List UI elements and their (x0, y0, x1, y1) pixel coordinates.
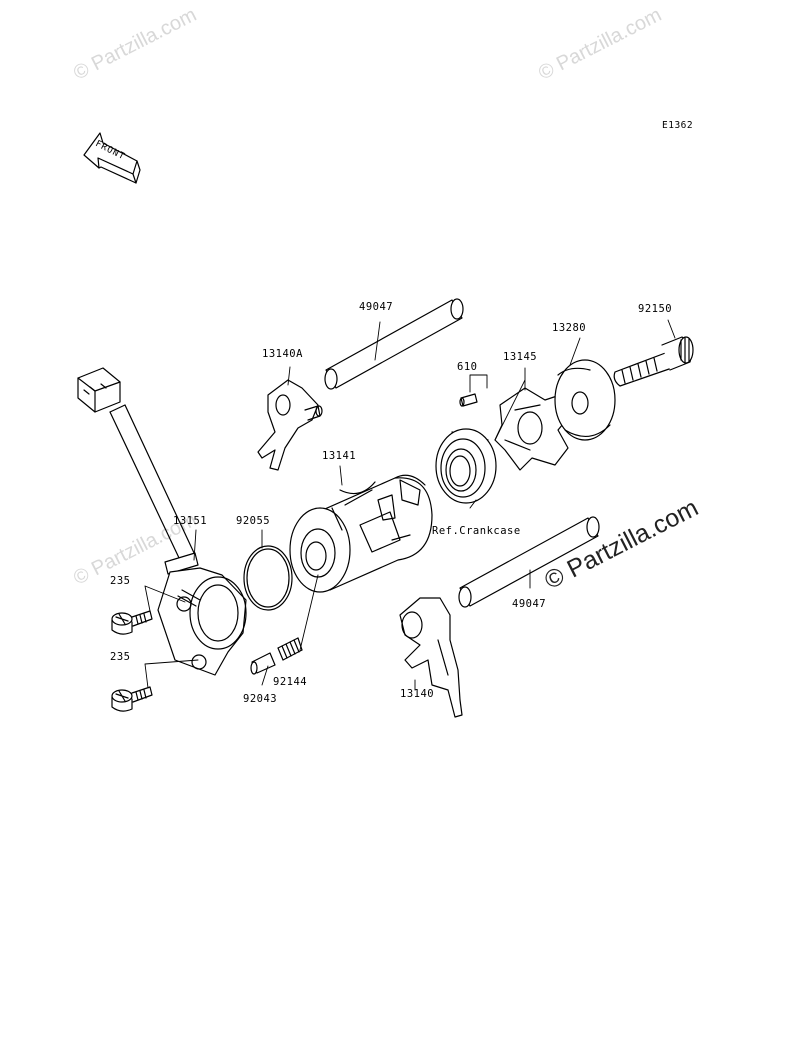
cam-13145 (494, 387, 569, 471)
shaft-49047-top (324, 298, 464, 390)
part-label: 13141 (322, 450, 357, 462)
part-label: 13151 (173, 515, 208, 527)
washer-13280 (554, 359, 616, 441)
shift-drum-13141 (289, 474, 433, 593)
pin-610 (459, 393, 478, 407)
part-label: 610 (457, 361, 478, 373)
part-label: 13145 (503, 351, 538, 363)
shift-shaft-13151 (77, 367, 247, 676)
front-arrow-icon (83, 132, 141, 184)
bolt-92150 (613, 336, 694, 387)
part-label: 13140 (400, 688, 435, 700)
part-label: Ref.Crankcase (432, 525, 521, 537)
bolt-235-upper (111, 610, 153, 635)
fork-13140A (257, 379, 323, 471)
part-label: 235 (110, 575, 131, 587)
part-label: 49047 (512, 598, 547, 610)
part-label: 13280 (552, 322, 587, 334)
spring-92144 (277, 637, 303, 661)
part-label: 92150 (638, 303, 673, 315)
bearing-ref-crankcase (435, 428, 497, 504)
leader-lines (144, 319, 676, 691)
part-label: 235 (110, 651, 131, 663)
part-label: 92055 (236, 515, 271, 527)
fork-13140 (399, 597, 463, 718)
shaft-49047-bottom (458, 516, 600, 608)
pin-92043 (250, 652, 276, 675)
o-ring-92055 (243, 545, 293, 611)
part-label: 92144 (273, 676, 308, 688)
part-label: 13140A (262, 348, 303, 360)
bolt-235-lower (111, 686, 153, 712)
part-label: 49047 (359, 301, 394, 313)
diagram-code: E1362 (662, 120, 694, 131)
part-label: 92043 (243, 693, 278, 705)
